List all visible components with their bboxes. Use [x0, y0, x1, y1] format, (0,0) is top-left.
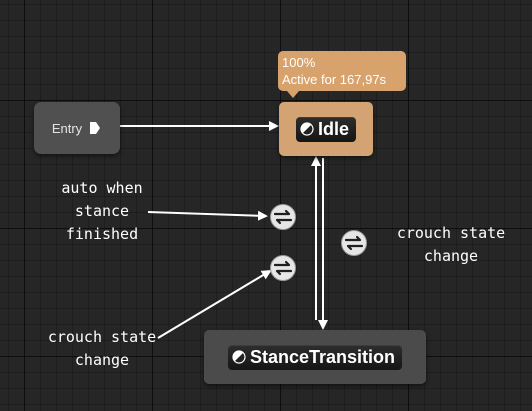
transition-arrows-icon[interactable] — [269, 203, 297, 231]
annotation-line: change — [74, 351, 130, 369]
annotation-line: stance — [74, 202, 130, 220]
annotation-line: auto when — [61, 179, 143, 197]
entry-pin-icon[interactable] — [88, 121, 102, 135]
annotation-auto-when-stance-finished: auto when stance finished — [50, 177, 154, 246]
annotation-arrow-auto — [147, 210, 268, 221]
annotation-crouch-state-change-right: crouch state change — [386, 222, 516, 268]
annotation-arrow-crouch — [157, 269, 272, 339]
state-label-idle: Idle — [317, 118, 349, 139]
state-title-idle: Idle — [295, 116, 356, 142]
annotation-line: finished — [65, 225, 139, 243]
annotation-line: change — [423, 247, 479, 265]
tooltip-active-time: Active for 167,97s — [282, 72, 387, 87]
annotation-line: crouch state — [396, 224, 506, 242]
tooltip-weight: 100% — [282, 55, 316, 70]
transition-arrows-icon[interactable] — [340, 229, 368, 257]
state-title-stance-transition: StanceTransition — [227, 344, 403, 370]
entry-node[interactable]: Entry — [34, 102, 120, 154]
state-half-circle-icon — [300, 122, 314, 136]
transition-arrows-icon[interactable] — [269, 254, 297, 282]
state-half-circle-icon — [232, 350, 246, 364]
state-node-idle[interactable]: Idle — [279, 102, 373, 156]
annotation-line: crouch state — [47, 328, 157, 346]
entry-label: Entry — [51, 120, 83, 136]
state-label-stance-transition: StanceTransition — [249, 346, 396, 367]
state-node-stance-transition[interactable]: StanceTransition — [204, 330, 426, 384]
annotation-crouch-state-change-left: crouch state change — [37, 326, 167, 372]
state-tooltip: 100% Active for 167,97s — [278, 51, 406, 98]
